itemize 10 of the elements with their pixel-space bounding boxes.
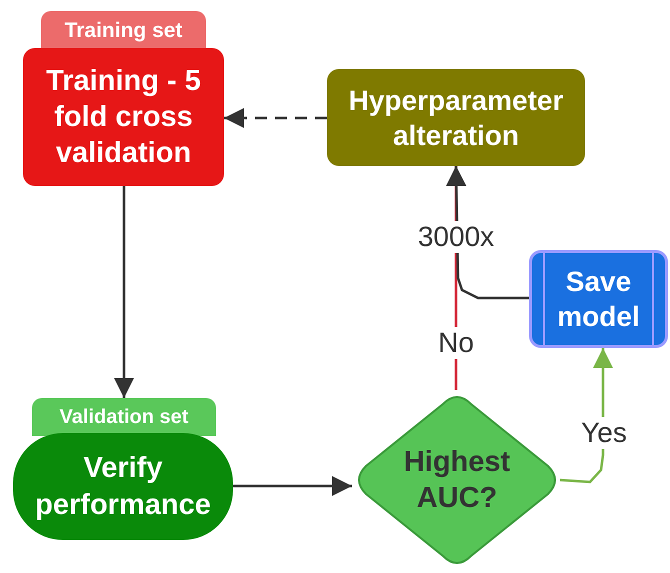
- node-label: Verify performance: [34, 451, 212, 522]
- arrow: [233, 476, 352, 496]
- arrow: [114, 186, 134, 398]
- tab-header: Validation set: [32, 398, 216, 436]
- tab-header: Training set: [41, 11, 206, 51]
- node-label: Highest AUC?: [402, 444, 512, 516]
- arrow: [224, 108, 327, 128]
- node-label: Save model: [556, 265, 641, 334]
- node-label: Training - 5 fold cross validation: [45, 64, 202, 172]
- node-label: Hyperparameter alteration: [348, 84, 564, 152]
